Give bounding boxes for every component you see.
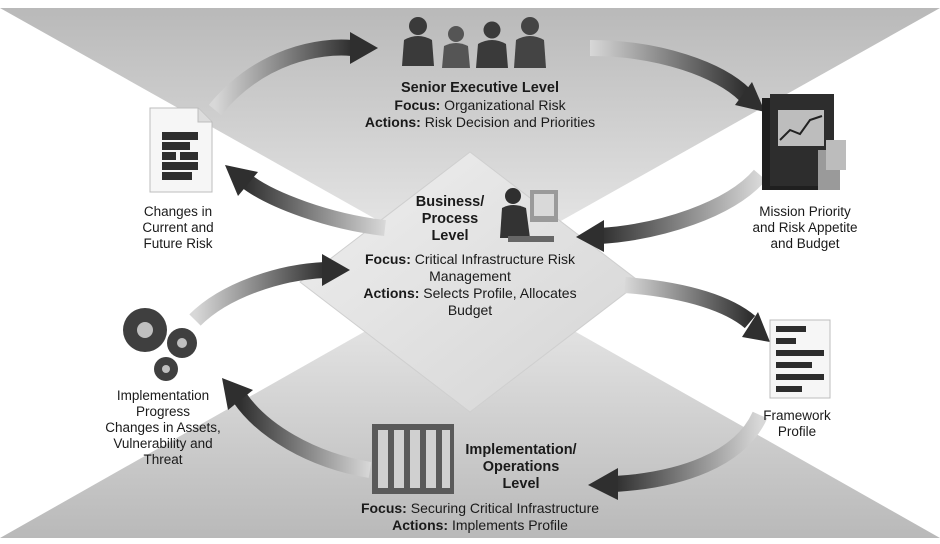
mission-priority-line-3: and Budget	[770, 236, 840, 251]
implementation-actions-label: Actions:	[392, 517, 449, 533]
business-actions-label: Actions:	[363, 285, 420, 301]
progress-line-5: Threat	[143, 452, 183, 467]
arrow-to-progress	[233, 393, 372, 478]
implementation-focus-value: Securing Critical Infrastructure	[406, 500, 600, 516]
progress-line-3: Changes in Assets,	[105, 420, 221, 435]
senior-actions-label: Actions:	[364, 114, 421, 130]
arrow-to-framework	[624, 277, 756, 329]
business-focus-value-2: Management	[429, 268, 511, 284]
changes-risk-line-1: Changes in	[143, 204, 213, 219]
senior-title: Senior Executive Level	[401, 80, 559, 96]
business-title-line-3: Level	[431, 228, 469, 244]
business-actions-value-1: Selects Profile, Allocates	[419, 285, 577, 301]
server-rack-icon	[372, 424, 454, 494]
progress-line-4: Vulnerability and	[113, 436, 213, 451]
business-details-block: Focus: Critical Infrastructure Risk Mana…	[330, 251, 610, 319]
arrow-to-implementation	[614, 411, 768, 492]
business-title-line-1: Business/	[415, 194, 485, 210]
gears-icon	[123, 308, 197, 381]
changes-risk-label: Changes in Current and Future Risk	[118, 204, 238, 252]
framework-profile-line-1: Framework	[763, 408, 831, 423]
mission-priority-line-1: Mission Priority	[759, 204, 851, 219]
framework-profile-document-icon	[769, 319, 831, 399]
senior-actions-value: Risk Decision and Priorities	[420, 114, 596, 130]
arrow-from-gears	[189, 262, 326, 326]
implementation-actions-value: Implements Profile	[448, 517, 568, 533]
implementation-title-line-1: Implementation/	[465, 442, 577, 458]
arrow-to-changes-risk	[240, 173, 386, 236]
framework-profile-label: Framework Profile	[742, 408, 852, 440]
progress-line-2: Progress	[135, 404, 191, 419]
framework-profile-line-2: Profile	[777, 424, 817, 439]
implementation-progress-label: Implementation Progress Changes in Asset…	[88, 388, 238, 468]
senior-focus-value: Organizational Risk	[440, 97, 566, 113]
business-focus-label: Focus:	[364, 251, 411, 267]
business-title-block: Business/ Process Level	[400, 194, 500, 245]
mission-priority-line-2: and Risk Appetite	[752, 220, 858, 235]
implementation-focus-label: Focus:	[360, 500, 407, 516]
implementation-details-block: Focus: Securing Critical Infrastructure …	[330, 500, 630, 534]
arrows	[189, 32, 770, 500]
senior-focus-label: Focus:	[394, 97, 441, 113]
implementation-title-line-3: Level	[502, 476, 540, 492]
changes-risk-line-2: Current and	[142, 220, 214, 235]
arrow-to-binder	[589, 40, 751, 101]
business-focus-value-1: Critical Infrastructure Risk	[410, 251, 576, 267]
arrow-to-senior	[208, 39, 353, 116]
binder-with-chart-icon	[762, 94, 846, 190]
mission-priority-label: Mission Priority and Risk Appetite and B…	[730, 204, 880, 252]
person-at-computer-icon	[500, 188, 558, 242]
group-of-people-icon	[402, 17, 546, 68]
changes-risk-line-3: Future Risk	[143, 236, 213, 251]
progress-line-1: Implementation	[116, 388, 210, 403]
arrow-to-business	[599, 169, 767, 244]
document-grid-icon	[149, 107, 213, 193]
implementation-title-block: Implementation/ Operations Level	[456, 442, 586, 493]
senior-executive-block: Senior Executive Level Focus: Organizati…	[330, 80, 630, 131]
implementation-title-line-2: Operations	[482, 459, 560, 475]
business-actions-value-2: Budget	[447, 302, 493, 318]
business-title-line-2: Process	[421, 211, 479, 227]
